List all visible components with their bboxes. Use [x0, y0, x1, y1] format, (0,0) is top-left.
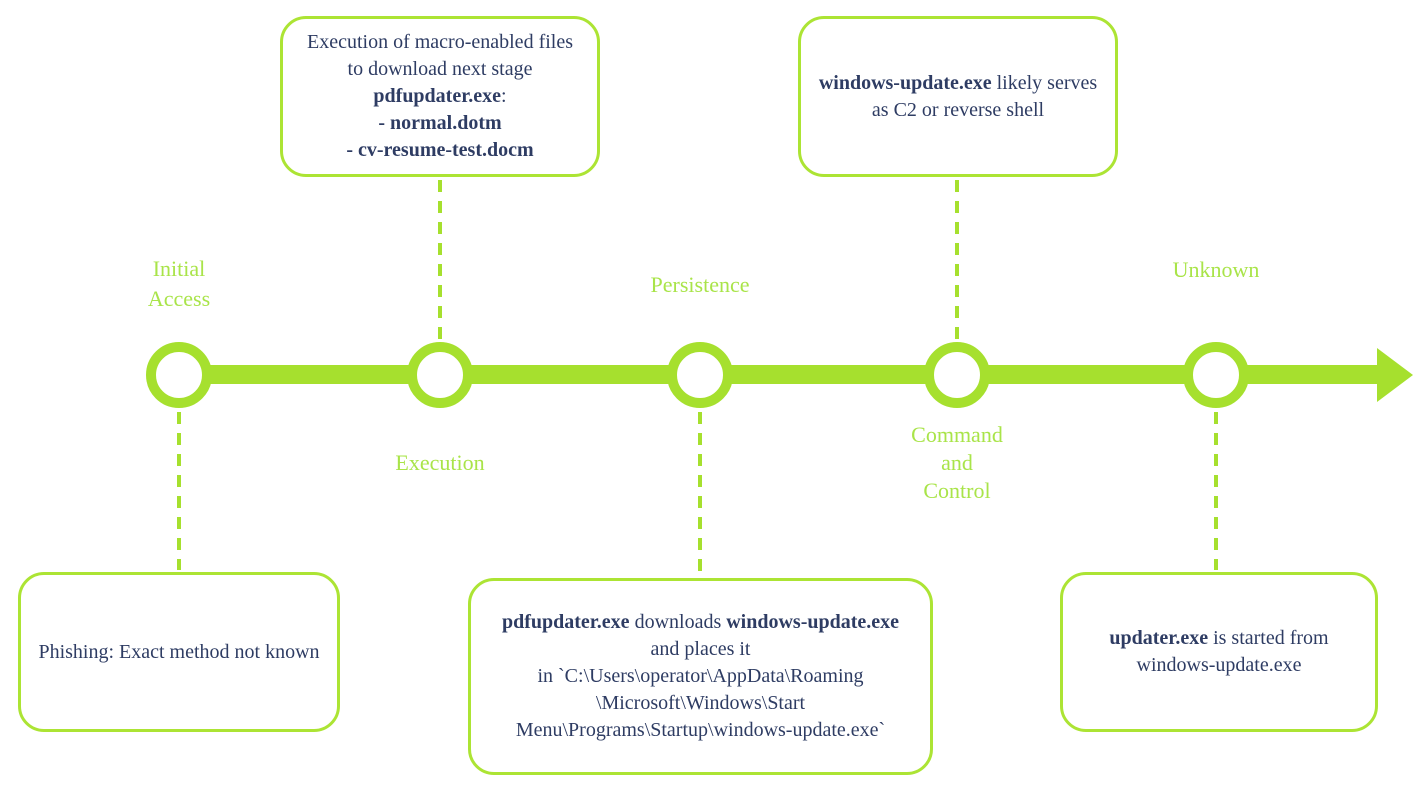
connector-execution — [438, 180, 442, 340]
timeline-node-persistence — [667, 342, 733, 408]
timeline-node-execution — [407, 342, 473, 408]
connector-unknown — [1214, 412, 1218, 570]
timeline-node-command-and-control — [924, 342, 990, 408]
connector-persistence — [698, 412, 702, 576]
stage-label-persistence: Persistence — [650, 272, 750, 297]
stage-label-initial-access: Initial Access — [147, 256, 211, 311]
connector-command-and-control — [955, 180, 959, 340]
timeline-bar — [179, 365, 1379, 384]
stage-label-unknown: Unknown — [1172, 257, 1260, 282]
stage-label-command-and-control: Command and Control — [911, 422, 1003, 503]
timeline-arrowhead-icon — [1377, 348, 1413, 402]
connector-initial-access — [177, 412, 181, 570]
callout-persistence-details: pdfupdater.exe downloads windows-update.… — [468, 578, 933, 775]
callout-initial-access-details: Phishing: Exact method not known — [18, 572, 340, 732]
timeline-node-unknown — [1183, 342, 1249, 408]
timeline-node-initial-access — [146, 342, 212, 408]
stage-label-execution: Execution — [395, 450, 485, 475]
